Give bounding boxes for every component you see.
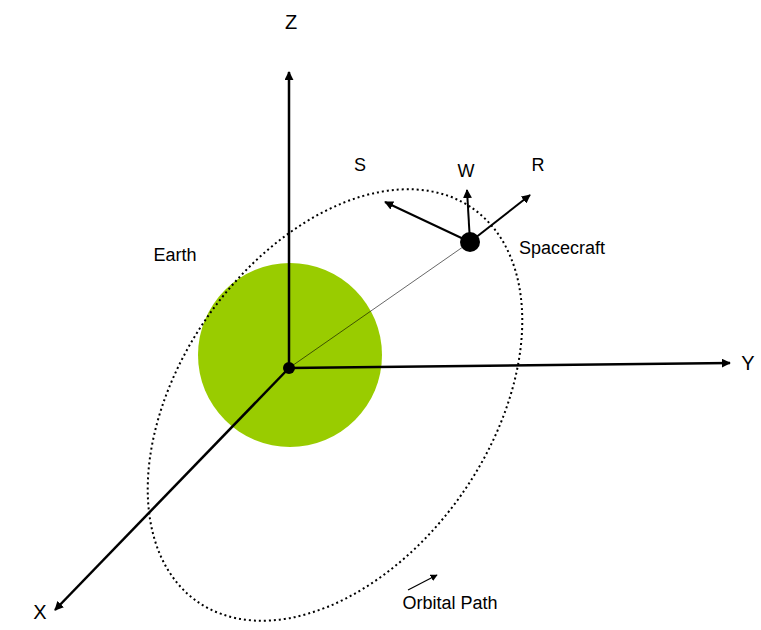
y-axis (289, 363, 730, 368)
axis-label: X (31, 601, 48, 623)
orbit-ellipse (70, 119, 599, 630)
spacecraft-label: Spacecraft (517, 239, 607, 259)
body-label: Earth (151, 246, 198, 266)
origin-dot (283, 362, 295, 374)
s-vector (385, 202, 470, 242)
vector-label: R (530, 156, 547, 176)
orbit-label: Orbital Path (400, 594, 499, 614)
z-axis (288, 72, 291, 368)
direction-arrow (408, 575, 437, 590)
spacecraft-dot (460, 232, 480, 252)
vector-label: W (456, 162, 477, 182)
vector-label: S (352, 156, 368, 176)
r-vector (470, 195, 530, 242)
axis-label: Z (283, 11, 299, 33)
axis-label: Y (739, 352, 756, 374)
x-axis (55, 368, 289, 610)
radius-line (289, 242, 470, 368)
